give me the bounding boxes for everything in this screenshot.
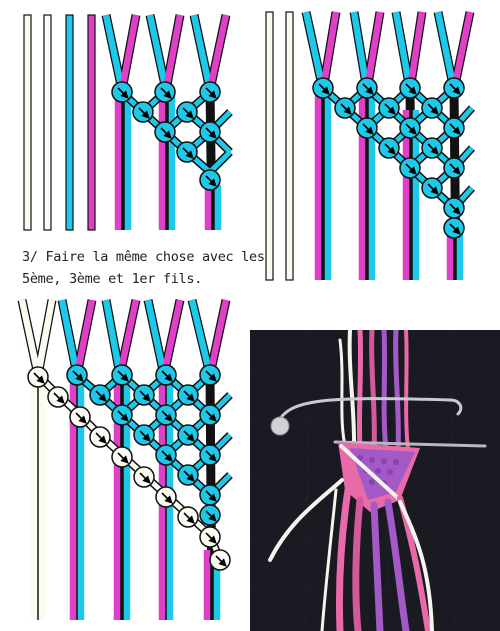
- bracelet-photo: [250, 330, 500, 631]
- step-3-diagram: [0, 290, 250, 631]
- step-2-diagram: [250, 0, 500, 290]
- caption-line-2: 5ème, 3ème et 1er fils.: [22, 271, 203, 287]
- step-1-diagram: [0, 0, 250, 240]
- instruction-caption: 3/ Faire la même chose avec les 5ème, 3è…: [22, 246, 265, 290]
- caption-line-1: 3/ Faire la même chose avec les: [22, 249, 265, 265]
